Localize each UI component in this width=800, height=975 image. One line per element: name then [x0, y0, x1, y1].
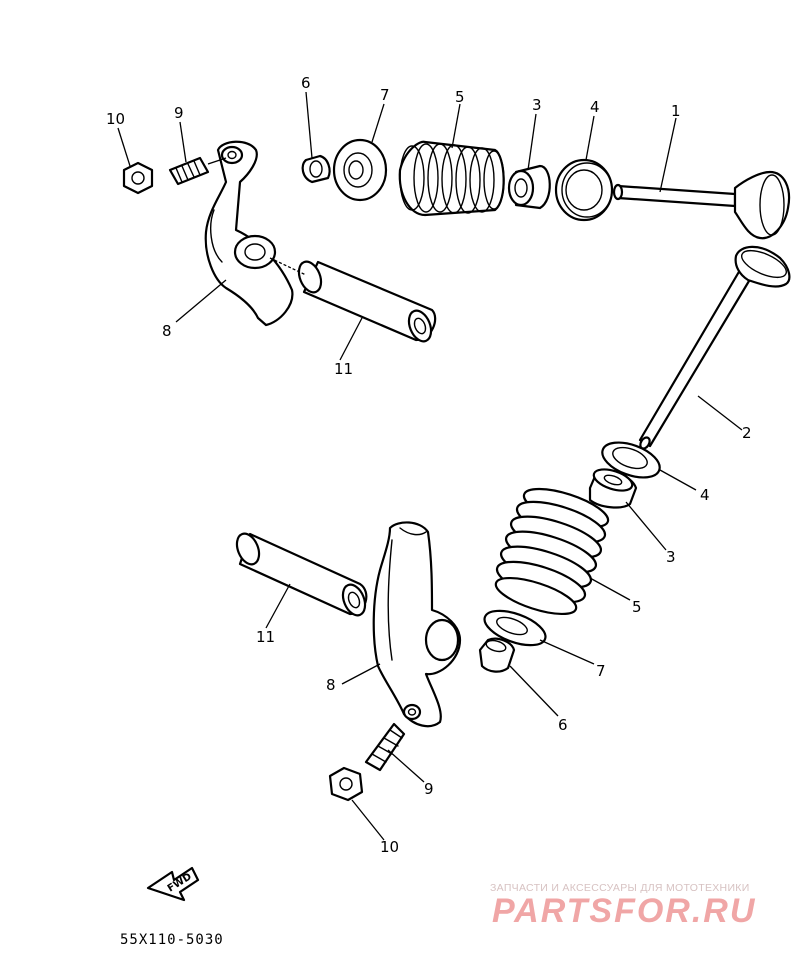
callout-3-bottom: 3 — [666, 548, 676, 566]
callout-11-bottom: 11 — [256, 628, 275, 646]
callout-1-top: 1 — [671, 102, 681, 120]
bottom-spring-retainer — [483, 609, 547, 647]
leader-lines — [117, 91, 743, 841]
callout-7-bottom: 7 — [596, 662, 606, 680]
watermark: ЗАПЧАСТИ И АКСЕССУАРЫ ДЛЯ МОТОТЕХНИКИ PA… — [490, 882, 756, 930]
top-adjusting-screw — [168, 156, 227, 186]
callout-6-bottom: 6 — [558, 716, 568, 734]
callout-numbers: 1 4 3 5 7 6 9 10 8 11 2 4 3 5 7 6 11 8 9… — [106, 74, 752, 856]
top-valve — [612, 170, 791, 240]
callout-5-top: 5 — [455, 88, 465, 106]
bottom-valve-cotter — [478, 637, 516, 673]
callout-4-top: 4 — [590, 98, 600, 116]
bottom-lock-nut — [328, 766, 364, 802]
callout-8-top: 8 — [162, 322, 172, 340]
watermark-brand: PARTSFOR.RU — [492, 892, 756, 930]
callout-6-top: 6 — [301, 74, 311, 92]
top-valve-cotter — [301, 154, 331, 184]
callout-5-bottom: 5 — [632, 598, 642, 616]
bottom-adjusting-screw — [364, 722, 406, 772]
bottom-rocker-shaft — [235, 532, 368, 617]
top-spring-retainer — [332, 138, 388, 202]
bottom-valve-spring — [494, 487, 610, 616]
top-rocker-arm — [204, 140, 294, 327]
callout-11-top: 11 — [334, 360, 353, 378]
top-valve-seal — [507, 164, 551, 210]
watermark-subtitle: ЗАПЧАСТИ И АКСЕССУАРЫ ДЛЯ МОТОТЕХНИКИ — [490, 882, 750, 894]
bottom-rocker-arm — [372, 521, 462, 728]
callout-9-top: 9 — [174, 104, 184, 122]
callout-4-bottom: 4 — [700, 486, 710, 504]
forward-direction-arrow: FWD — [146, 866, 200, 902]
callout-2-bottom: 2 — [742, 424, 752, 442]
callout-7-top: 7 — [380, 86, 390, 104]
callout-10-bottom: 10 — [380, 838, 399, 856]
callout-8-bottom: 8 — [326, 676, 336, 694]
top-valve-spring — [398, 140, 505, 217]
bottom-valve — [638, 245, 791, 450]
bottom-seat-washer — [601, 441, 661, 479]
top-rocker-shaft — [269, 257, 437, 343]
top-lock-nut — [122, 161, 154, 195]
drawing-code: 55X110-5030 — [120, 932, 224, 948]
top-seat-washer — [554, 158, 614, 222]
bottom-valve-seal — [588, 468, 638, 509]
callout-3-top: 3 — [532, 96, 542, 114]
callout-10-top: 10 — [106, 110, 125, 128]
callout-9-bottom: 9 — [424, 780, 434, 798]
